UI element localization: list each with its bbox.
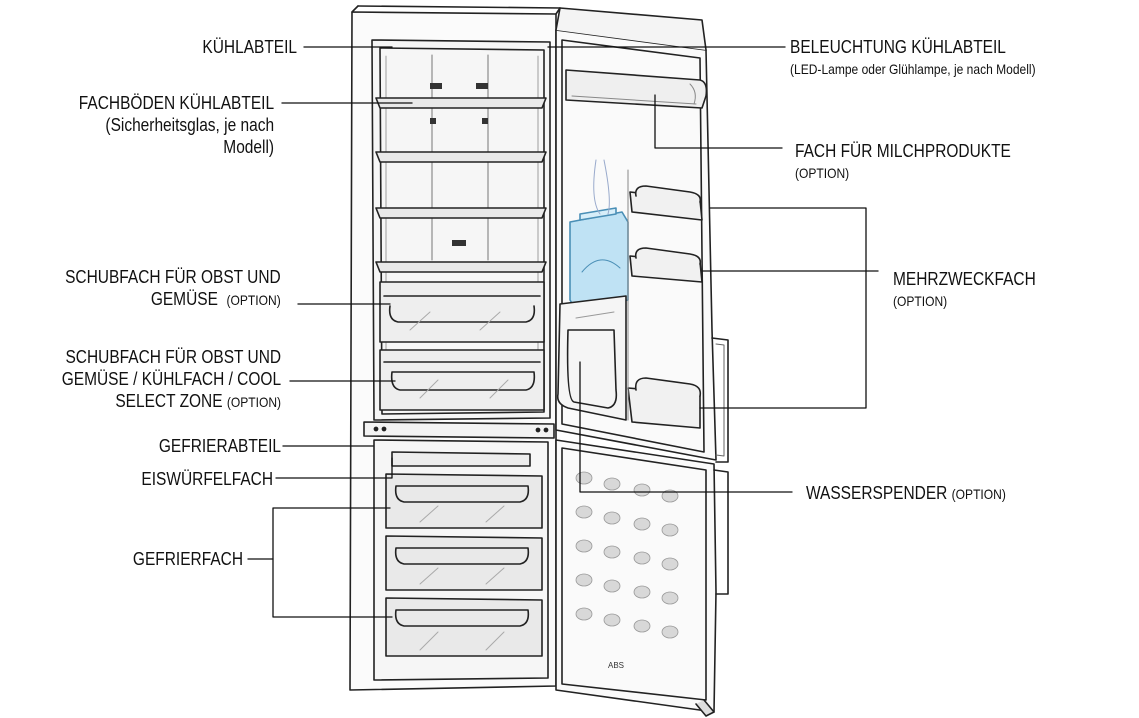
dairy-cover — [565, 69, 708, 109]
water-dispenser-body — [556, 295, 627, 421]
lower-door: ABS — [555, 439, 729, 717]
label-fachboeden: FACHBÖDEN KÜHLABTEIL (Sicherheitsglas, j… — [78, 93, 274, 157]
crisper-drawer-upper — [379, 281, 545, 343]
label-milchprodukte: FACH FÜR MILCHPRODUKTE (OPTION) — [795, 141, 1011, 181]
label-kuehlabteil: KÜHLABTEIL — [202, 37, 297, 57]
freezer-compartment — [373, 439, 549, 681]
leader-mehrzweckfach-bracket — [699, 207, 867, 409]
water-tank — [569, 159, 629, 311]
label-gefrierabteil: GEFRIERABTEIL — [158, 436, 281, 456]
label-beleuchtung: BELEUCHTUNG KÜHLABTEIL (LED-Lampe oder G… — [790, 37, 1036, 77]
leader-gefrierfach-bracket — [272, 507, 393, 618]
label-mehrzweckfach: MEHRZWECKFACH (OPTION) — [893, 269, 1036, 309]
egg-tray — [575, 471, 679, 639]
label-wasserspender: WASSERSPENDER (OPTION) — [806, 483, 1006, 503]
crisper-drawer-lower — [379, 349, 545, 411]
label-schubfach-obst: SCHUBFACH FÜR OBST UND GEMÜSE (OPTION) — [65, 267, 281, 309]
leader-lines — [247, 46, 879, 618]
leader-wasserspender — [579, 361, 793, 493]
glass-shelves — [375, 97, 547, 273]
leader-milchprodukte — [654, 94, 783, 149]
leader-eiswuerfelfach — [275, 457, 393, 479]
door-bins — [627, 169, 703, 429]
label-gefrierfach: GEFRIERFACH — [132, 549, 243, 569]
door-brand-label: ABS — [608, 661, 624, 670]
label-eiswuerfelfach: EISWÜRFELFACH — [141, 469, 273, 489]
compartment-divider — [363, 421, 555, 439]
label-schubfach-kuehl: SCHUBFACH FÜR OBST UND GEMÜSE / KÜHLFACH… — [61, 347, 282, 411]
